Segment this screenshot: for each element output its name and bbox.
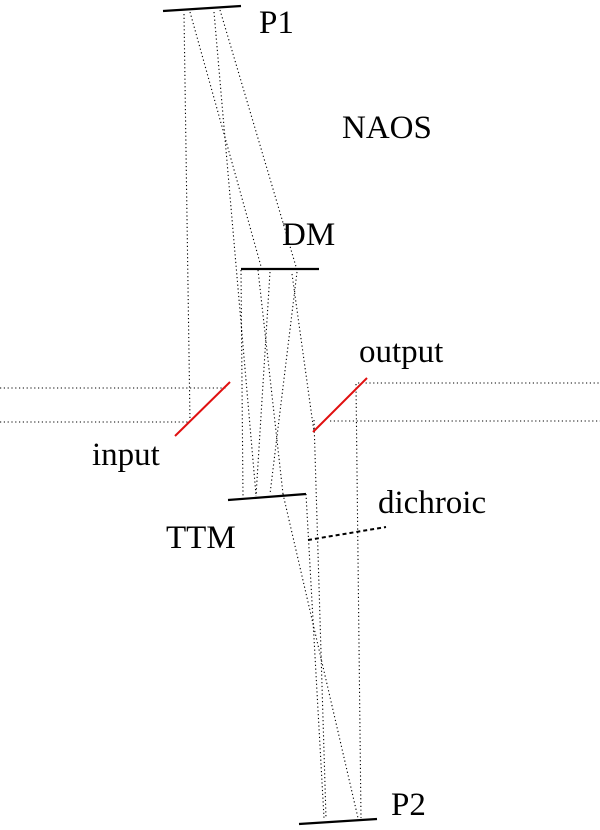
beam-p1-right-to-ttm bbox=[213, 11, 257, 496]
label-p2: P2 bbox=[391, 787, 426, 823]
p2-mirror bbox=[298, 817, 378, 826]
label-output: output bbox=[359, 334, 443, 370]
beam-output-to-p2-b bbox=[355, 383, 362, 819]
beam-dm-to-ttm-c bbox=[269, 271, 298, 495]
beam-p1-left-to-dm bbox=[189, 11, 263, 271]
label-dichroic: dichroic bbox=[378, 485, 486, 521]
input-mirror bbox=[174, 381, 231, 437]
beam-p1-left-vertical bbox=[183, 13, 191, 423]
label-p1: P1 bbox=[259, 5, 294, 41]
label-dm: DM bbox=[282, 217, 335, 253]
beam-output-to-p2-a bbox=[313, 419, 327, 819]
label-naos: NAOS bbox=[342, 110, 432, 146]
ttm-mirror bbox=[227, 492, 307, 502]
beam-dm-right-down bbox=[291, 273, 315, 433]
output-mirror bbox=[312, 377, 368, 433]
beam-ttm-to-p2-b bbox=[305, 493, 325, 819]
label-ttm: TTM bbox=[166, 520, 236, 556]
label-input: input bbox=[92, 437, 160, 473]
p1-mirror bbox=[162, 4, 242, 13]
beam-dm-to-ttm-a bbox=[257, 269, 284, 495]
beam-dm-left-vertical bbox=[240, 269, 244, 498]
beam-ttm-to-p2-a bbox=[282, 493, 359, 819]
dichroic-mirror bbox=[307, 526, 387, 541]
beam-dm-to-ttm-b bbox=[255, 271, 271, 497]
